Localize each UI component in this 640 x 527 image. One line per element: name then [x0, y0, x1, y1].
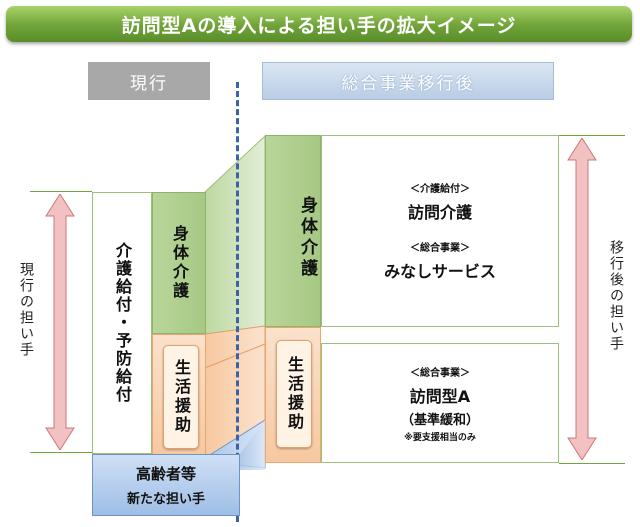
after-life-support: 生活援助	[276, 340, 312, 448]
current-bottom-bracket	[30, 452, 92, 453]
new-helpers-box: 高齢者等 新たな担い手	[92, 454, 240, 516]
service-visit-type-a: 訪問型A	[409, 386, 471, 406]
current-benefit-column: 介護給付・予防給付	[92, 192, 152, 454]
divider-line	[236, 82, 239, 522]
current-life-support: 生活援助	[163, 345, 199, 449]
after-upper-service-block: ＜介護給付＞ 訪問介護 ＜総合事業＞ みなしサービス	[321, 135, 559, 327]
service-deemed: みなしサービス	[384, 262, 496, 281]
upper-tag-comprehensive: ＜総合事業＞	[410, 243, 470, 254]
after-bottom-bracket	[559, 463, 625, 464]
diagram-title: 訪問型Aの導入による担い手の拡大イメージ	[6, 6, 632, 42]
new-helpers-line1: 高齢者等	[135, 465, 196, 483]
after-lower-service-block: ＜総合事業＞ 訪問型A （基準緩和） ※要支援相当のみ	[321, 343, 559, 463]
care-connector	[204, 134, 266, 335]
helper-connector-tail	[240, 420, 265, 470]
service-note: ※要支援相当のみ	[404, 432, 476, 443]
current-life-support-area: 生活援助	[152, 334, 206, 458]
after-helpers-label: 移行後の担い手	[608, 240, 624, 352]
service-home-care: 訪問介護	[407, 203, 472, 222]
service-relaxed-standard: （基準緩和）	[400, 412, 479, 428]
after-top-bracket	[559, 135, 625, 136]
after-physical-care: 身体介護	[265, 135, 321, 327]
new-helpers-line2: 新たな担い手	[126, 492, 205, 507]
current-helpers-label: 現行の担い手	[18, 262, 34, 358]
header-current: 現行	[88, 62, 210, 100]
upper-tag-care-benefit: ＜介護給付＞	[410, 184, 470, 195]
current-physical-care: 身体介護	[152, 192, 206, 334]
after-range-arrow-icon	[567, 138, 597, 460]
header-after: 総合事業移行後	[262, 62, 554, 100]
after-life-support-area: 生活援助	[265, 327, 321, 463]
current-range-arrow-icon	[45, 194, 75, 450]
current-top-bracket	[30, 191, 92, 192]
lower-tag-comprehensive: ＜総合事業＞	[410, 367, 470, 379]
